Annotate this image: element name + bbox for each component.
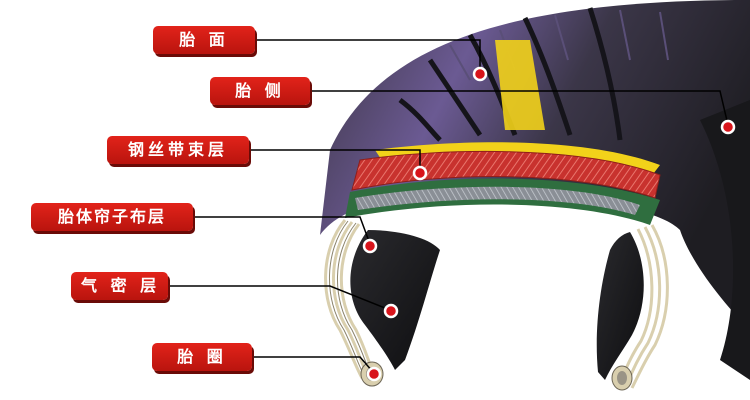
marker-tread xyxy=(472,66,488,82)
carcass-ply-band xyxy=(355,186,640,215)
marker-sidewall xyxy=(720,119,736,135)
marker-bead xyxy=(366,366,382,382)
label-inner-liner: 气 密 层 xyxy=(71,272,168,300)
label-steel-belt: 钢丝带束层 xyxy=(107,136,249,164)
label-sidewall: 胎 侧 xyxy=(210,77,310,105)
inner-liner-right xyxy=(596,232,644,380)
bead-bundle-right xyxy=(611,365,633,391)
inner-liner-left xyxy=(350,230,440,370)
left-casing-cords xyxy=(324,219,376,379)
tread-grooves xyxy=(398,7,623,142)
right-sidewall xyxy=(700,100,750,380)
label-bead: 胎 圈 xyxy=(152,343,252,371)
marker-inner-liner xyxy=(383,303,399,319)
marker-dots xyxy=(362,66,736,382)
steel-belt-layer xyxy=(351,150,661,199)
leader-lines xyxy=(168,39,729,373)
yellow-rib xyxy=(495,40,545,130)
marker-carcass-ply xyxy=(362,238,378,254)
marker-steel-belt xyxy=(412,165,428,181)
yellow-layer xyxy=(375,142,660,178)
left-casing-cords-dark xyxy=(329,220,372,378)
label-tread: 胎 面 xyxy=(153,26,255,54)
label-carcass-ply: 胎体帘子布层 xyxy=(31,203,193,231)
